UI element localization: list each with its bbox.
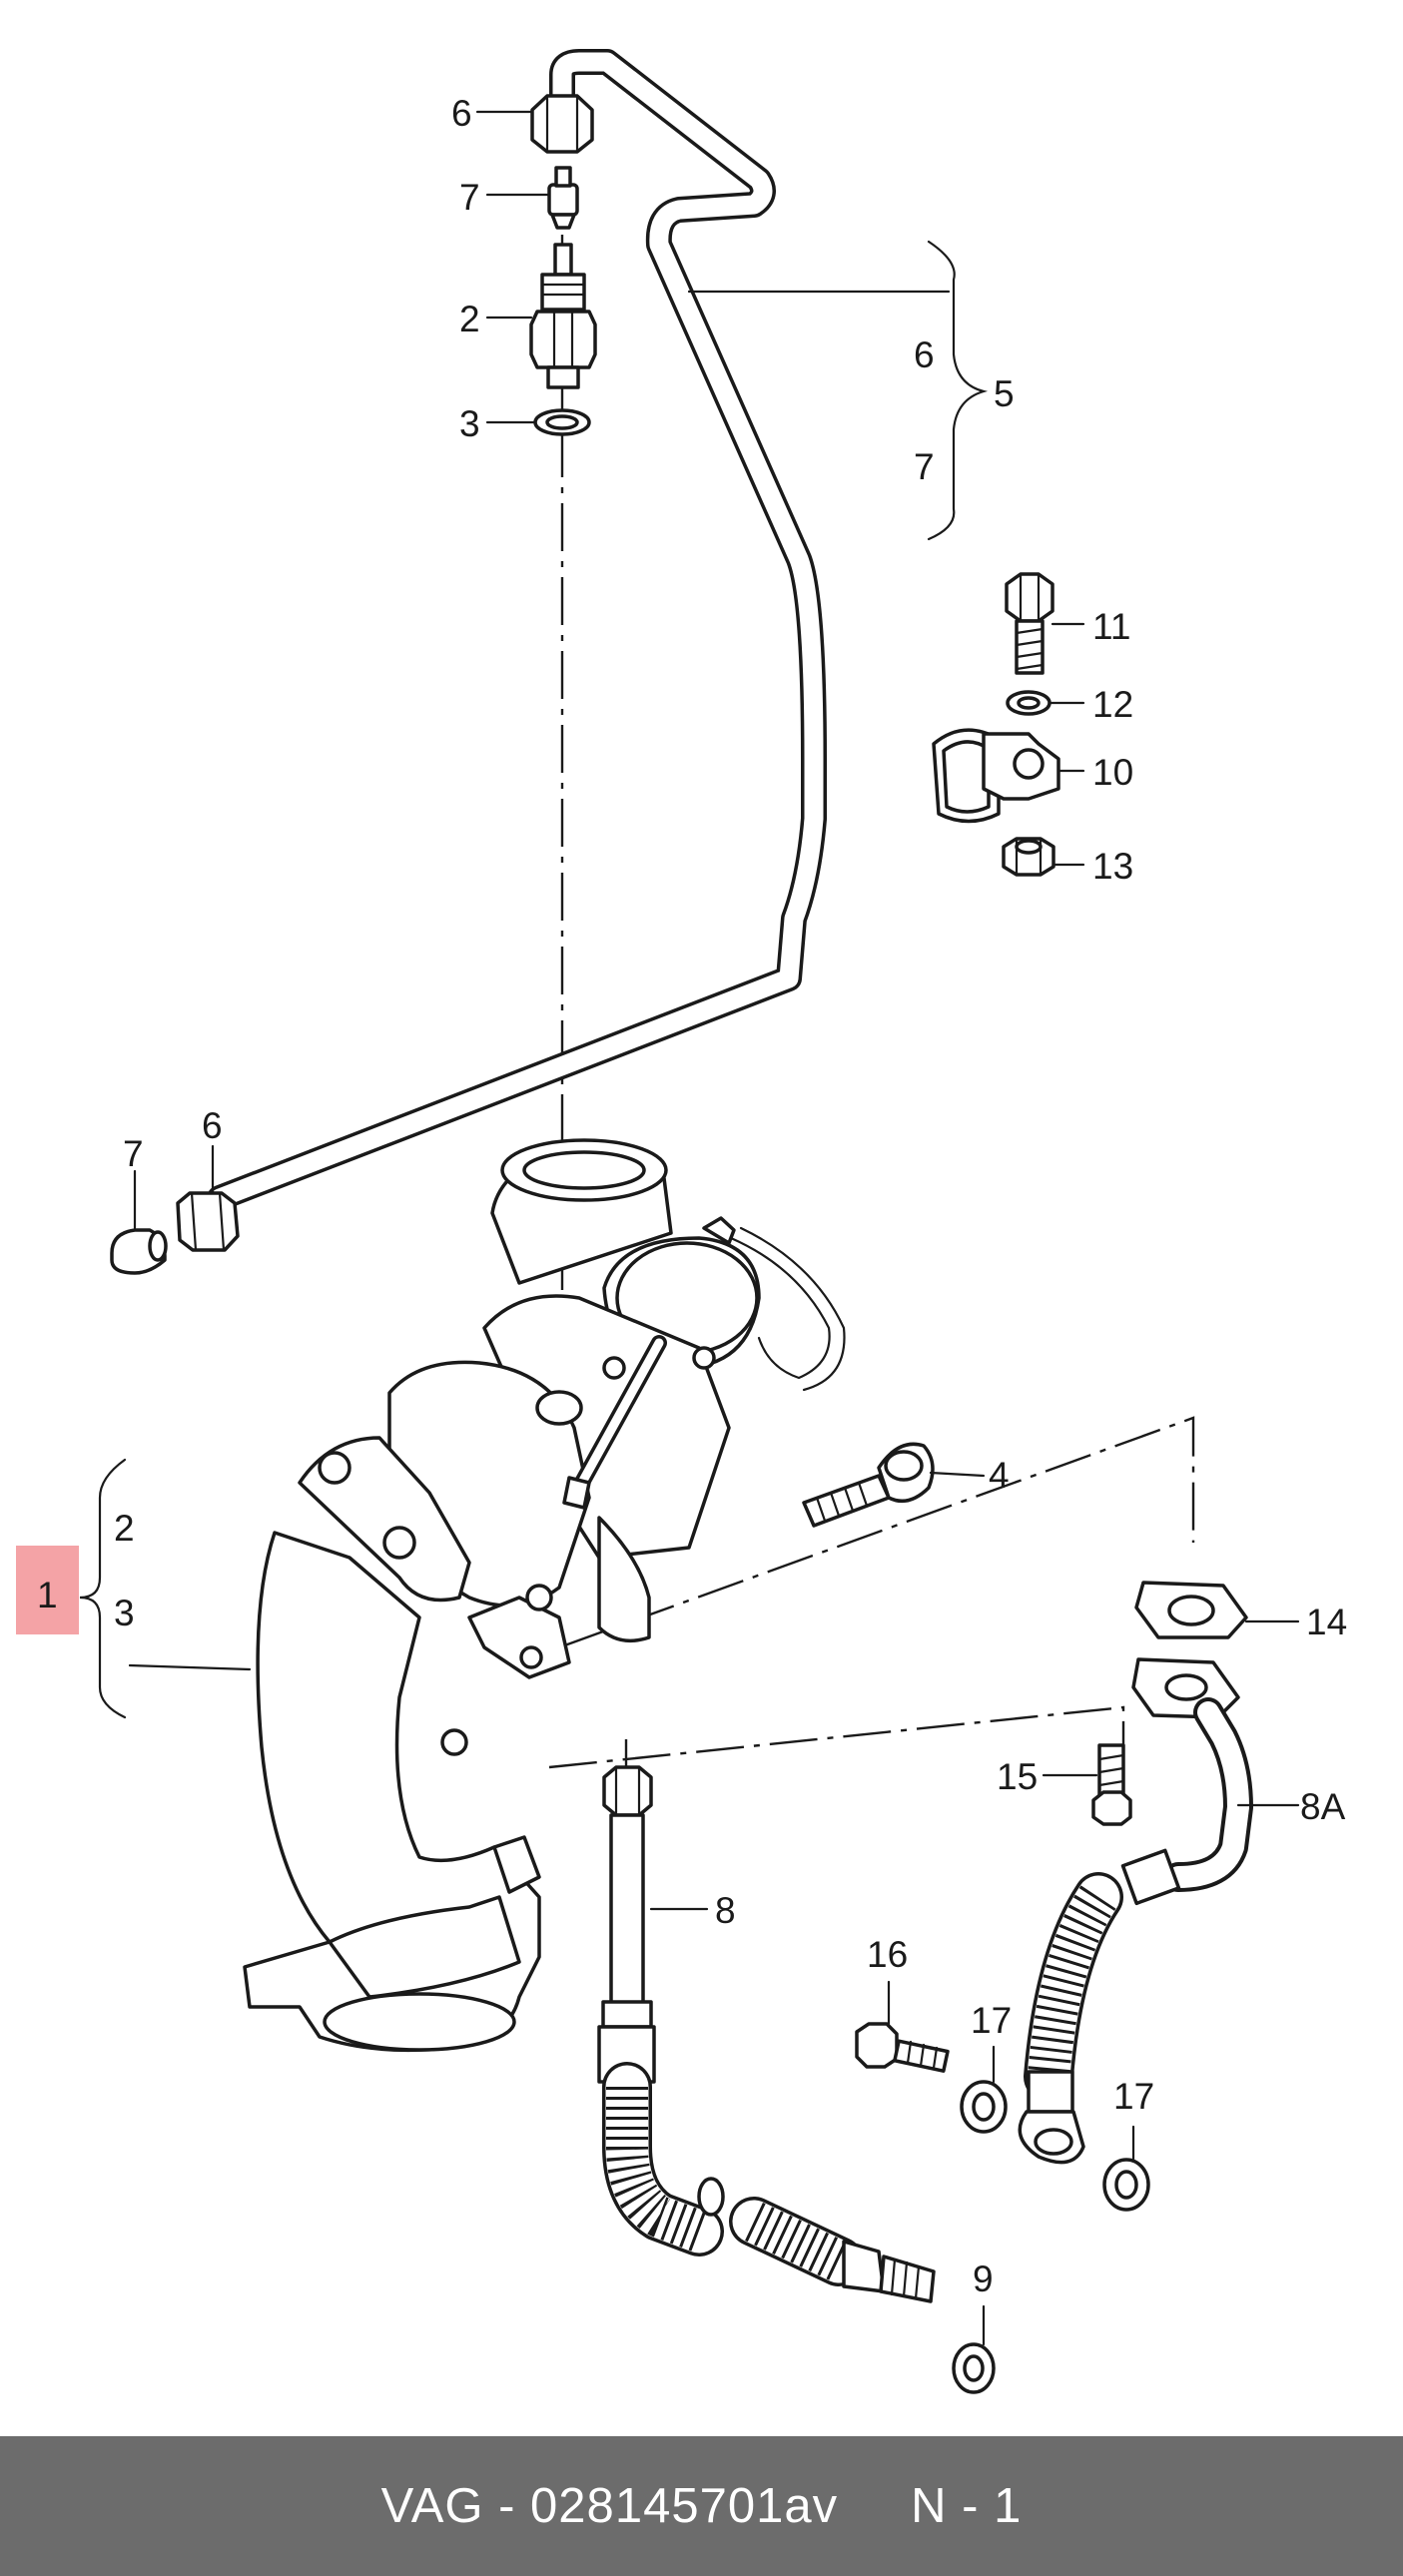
label-7-brace: 7 [914, 446, 935, 487]
label-8A: 8A [1300, 1786, 1346, 1827]
label-6-top: 6 [451, 93, 472, 134]
label-2-top: 2 [459, 299, 480, 339]
bolt-15 [1091, 1743, 1132, 1826]
label-5: 5 [994, 373, 1015, 414]
nut-13 [1002, 837, 1055, 877]
banjo-nut-left [176, 1191, 240, 1252]
label-9: 9 [973, 2258, 994, 2299]
axis-line-bolt [558, 1416, 1195, 1649]
exploded-parts-diagram: 6 7 2 3 6 5 7 11 12 10 13 7 6 4 2 1 3 14… [37, 49, 1347, 2394]
bolt-4 [802, 1442, 935, 1528]
label-12: 12 [1092, 684, 1133, 725]
label-16: 16 [867, 1934, 908, 1975]
oil-return-pipe-8 [597, 1765, 936, 2303]
brace-1 [79, 1458, 127, 1719]
oil-drain-pipe-8A [1018, 1657, 1253, 2165]
label-2-brace: 2 [114, 1508, 135, 1549]
seal-ring-17-a [960, 2080, 1008, 2134]
label-8: 8 [715, 1890, 736, 1931]
footer-bar: VAG - 028145701av N - 1 [0, 2436, 1403, 2576]
label-3-top: 3 [459, 403, 480, 444]
turbocharger [243, 1138, 846, 2053]
label-6-brace: 6 [914, 334, 935, 375]
connector-2-top [529, 243, 597, 389]
bolt-11 [1005, 572, 1054, 675]
label-6-left: 6 [202, 1105, 223, 1146]
label-17-b: 17 [1113, 2076, 1154, 2117]
label-3-brace: 3 [114, 1593, 135, 1633]
cap-7-left [110, 1228, 168, 1275]
seal-ring-3-top [533, 408, 591, 436]
brace-5 [927, 240, 989, 541]
label-10: 10 [1092, 752, 1133, 793]
banjo-nut-top [530, 94, 594, 154]
washer-12 [1006, 690, 1052, 716]
oil-feed-pipe [207, 49, 827, 1211]
leader-lines [128, 110, 1300, 2346]
highlight-part-1 [16, 1546, 79, 1634]
label-7-top: 7 [459, 177, 480, 218]
label-1: 1 [37, 1575, 58, 1615]
label-17-a: 17 [971, 2000, 1012, 2041]
gasket-14 [1134, 1581, 1248, 1639]
part-number-caption: VAG - 028145701av N - 1 [380, 2479, 1023, 2533]
seal-ring-9 [952, 2342, 996, 2394]
label-13: 13 [1092, 846, 1133, 887]
label-15: 15 [997, 1756, 1038, 1797]
bracket-clamp-10 [932, 728, 1060, 824]
seal-ring-17-b [1102, 2158, 1150, 2212]
label-11: 11 [1092, 606, 1130, 647]
label-4: 4 [989, 1455, 1010, 1496]
cap-7-top [547, 166, 579, 230]
banjo-bolt-16 [855, 2022, 950, 2073]
label-14: 14 [1306, 1602, 1347, 1642]
callout-labels: 6 7 2 3 6 5 7 11 12 10 13 7 6 4 2 1 3 14… [37, 93, 1347, 2299]
label-7-left: 7 [123, 1133, 144, 1174]
